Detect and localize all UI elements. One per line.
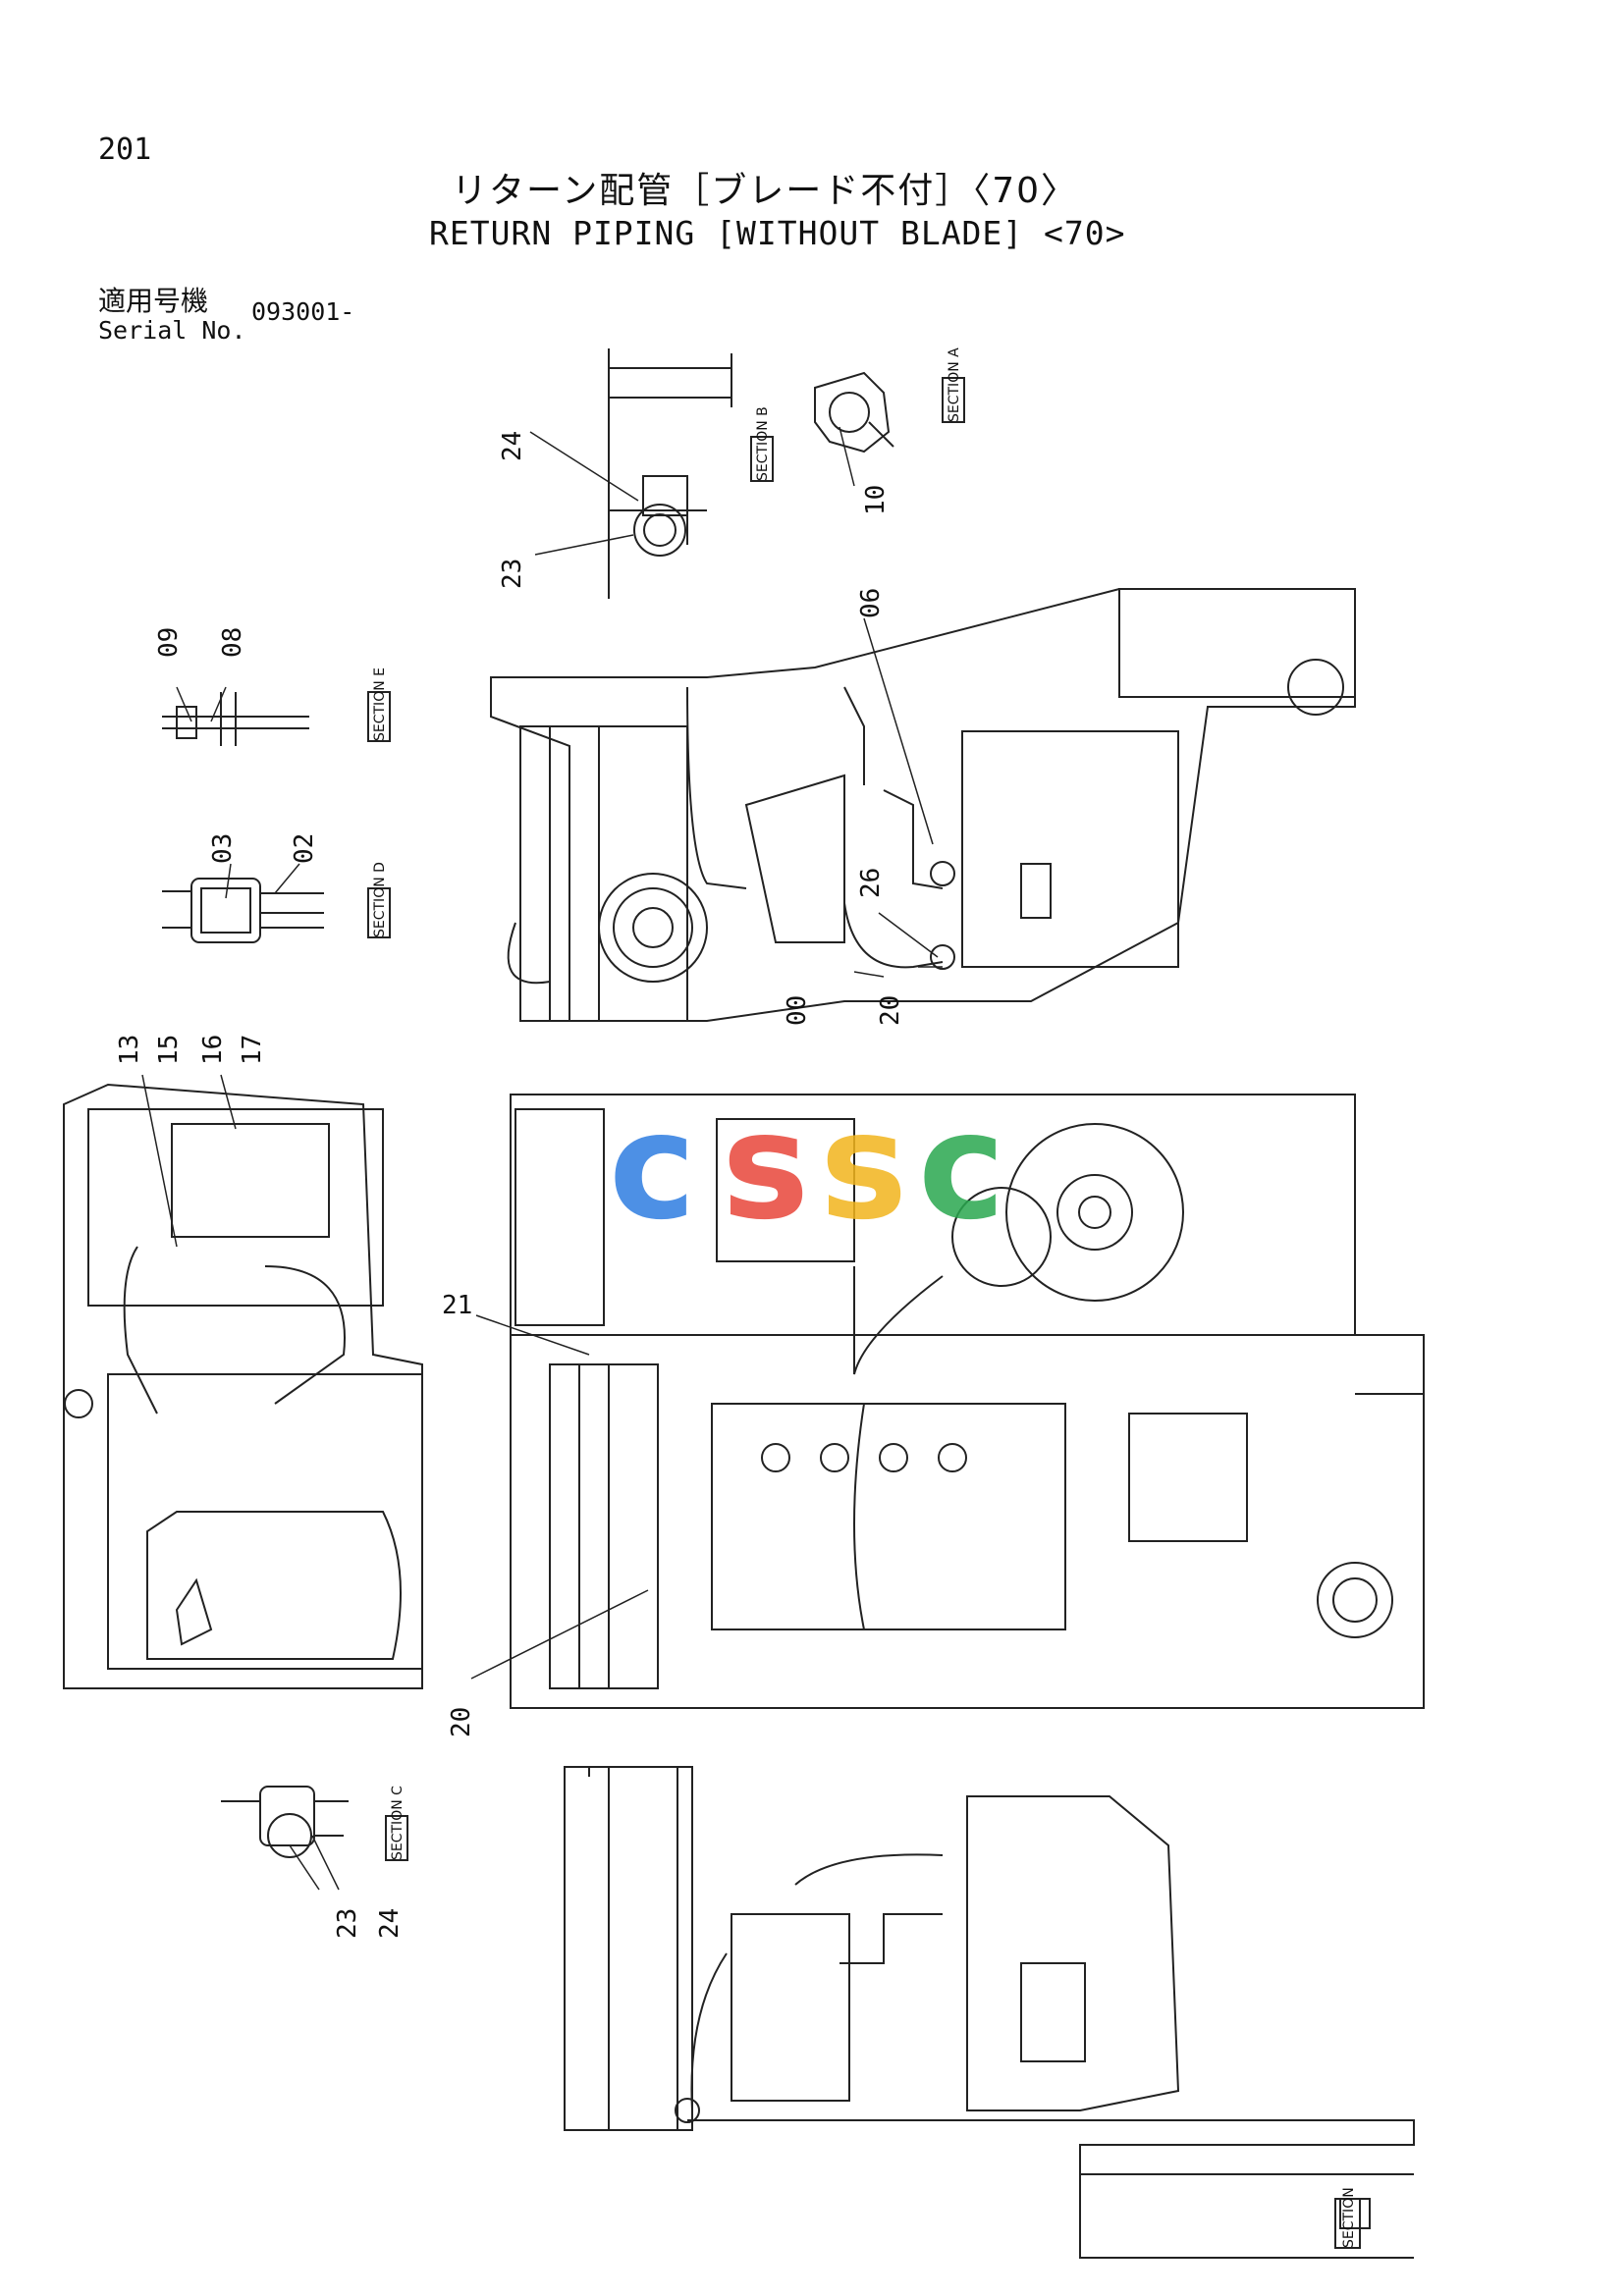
callout-21: 21 bbox=[442, 1291, 472, 1320]
callout-02: 02 bbox=[290, 833, 319, 864]
detail-section-c bbox=[221, 1786, 349, 1858]
watermark-letter-3: s bbox=[820, 1082, 907, 1253]
callout-13: 13 bbox=[115, 1035, 144, 1065]
watermark-letter-1: c bbox=[609, 1082, 696, 1253]
callout-17: 17 bbox=[238, 1035, 267, 1065]
callout-06: 06 bbox=[856, 588, 886, 618]
callout-00: 00 bbox=[783, 995, 812, 1026]
detail-section-b bbox=[608, 348, 732, 599]
callout-23-bottom: 23 bbox=[333, 1908, 362, 1939]
serial-number-value: 093001- bbox=[251, 297, 355, 326]
callout-24-bottom: 24 bbox=[375, 1908, 405, 1939]
callout-09: 09 bbox=[154, 627, 184, 658]
section-a-label: SECTION A bbox=[947, 347, 962, 422]
callout-24-top: 24 bbox=[498, 431, 527, 461]
detail-section-e bbox=[162, 692, 309, 746]
section-bottom-label: SECTION bbox=[1341, 2187, 1357, 2248]
callout-20-upper: 20 bbox=[876, 995, 905, 1026]
detail-section-d bbox=[162, 878, 324, 943]
callout-20-lower: 20 bbox=[447, 1707, 476, 1737]
page-title-english: RETURN PIPING [WITHOUT BLADE] <70> bbox=[429, 214, 1126, 252]
side-view-assembly bbox=[490, 588, 1356, 1022]
callout-08: 08 bbox=[218, 627, 247, 658]
left-plan-view bbox=[63, 1083, 423, 1689]
callout-16: 16 bbox=[198, 1035, 228, 1065]
callout-15: 15 bbox=[154, 1035, 184, 1065]
lower-side-view-assembly bbox=[564, 1766, 1415, 2259]
section-placards bbox=[367, 377, 1361, 2249]
callout-03: 03 bbox=[208, 833, 238, 864]
section-b-label: SECTION B bbox=[755, 406, 771, 481]
serial-label-japanese: 適用号機 bbox=[98, 285, 209, 317]
section-d-label: SECTION D bbox=[372, 862, 388, 937]
detail-section-a bbox=[814, 371, 894, 454]
callout-10: 10 bbox=[861, 485, 891, 515]
watermark-letter-4: c bbox=[918, 1082, 1005, 1253]
callout-23-top: 23 bbox=[498, 559, 527, 589]
watermark-letter-2: s bbox=[722, 1082, 809, 1253]
page-title-japanese: リターン配管［ブレード不付］〈70〉 bbox=[452, 171, 1079, 211]
section-e-label: SECTION E bbox=[372, 667, 388, 741]
leader-lines bbox=[141, 426, 943, 1891]
callout-26: 26 bbox=[856, 868, 886, 898]
watermark-logo: c s s c bbox=[609, 1082, 1005, 1253]
serial-label-english: Serial No. bbox=[98, 316, 246, 345]
page-number: 201 bbox=[98, 133, 152, 167]
center-plan-view bbox=[510, 1094, 1425, 1709]
section-c-label: SECTION C bbox=[390, 1786, 406, 1860]
